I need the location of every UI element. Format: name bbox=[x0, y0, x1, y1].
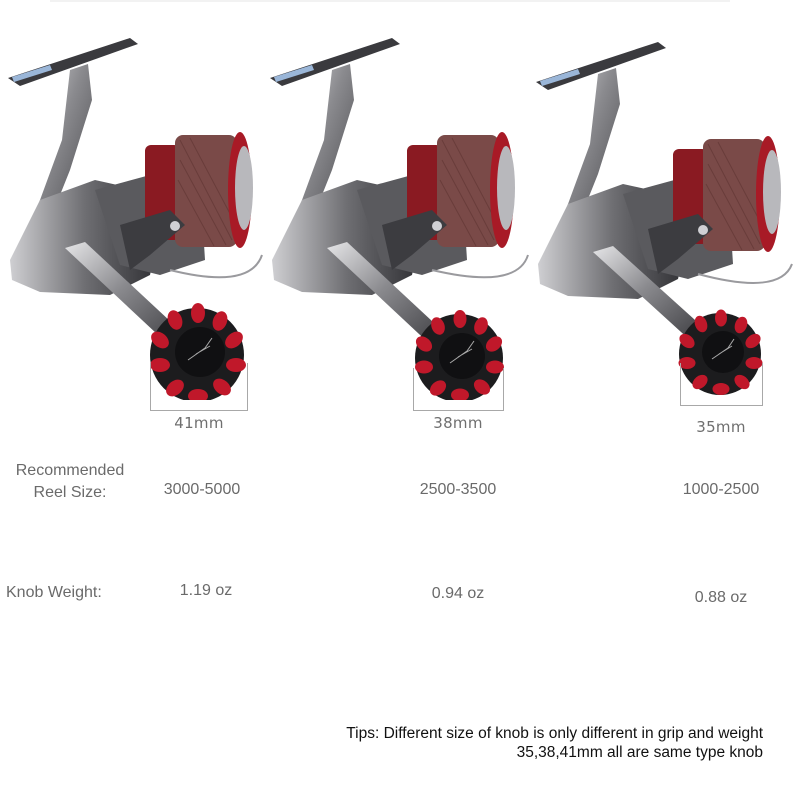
knob-weight-value: 0.94 oz bbox=[431, 585, 485, 602]
reel-size-label-line2: Reel Size: bbox=[33, 484, 107, 501]
reel-size-row-label: Recommended Reel Size: bbox=[4, 460, 136, 504]
dimension-bracket-35mm bbox=[680, 363, 763, 406]
reel-image-35mm bbox=[530, 34, 800, 404]
reel-size-value: 1000-2500 bbox=[682, 481, 760, 498]
knob-size-label: 35mm bbox=[696, 418, 746, 436]
reel-image-41mm bbox=[0, 30, 280, 400]
tips-note: Tips: Different size of knob is only dif… bbox=[346, 724, 763, 762]
knob-weight-value: 1.19 oz bbox=[179, 582, 233, 599]
spinning-reel-icon bbox=[8, 38, 263, 400]
reel-size-value: 2500-3500 bbox=[419, 481, 497, 498]
tips-line-2: 35,38,41mm all are same type knob bbox=[516, 744, 763, 761]
dimension-bracket-38mm bbox=[413, 368, 504, 411]
knob-size-label: 41mm bbox=[174, 414, 224, 432]
reel-size-value: 3000-5000 bbox=[163, 481, 241, 498]
tips-line-1: Tips: Different size of knob is only dif… bbox=[346, 725, 763, 742]
spinning-reel-icon bbox=[270, 38, 529, 400]
dimension-bracket-41mm bbox=[150, 363, 248, 411]
top-divider bbox=[50, 0, 730, 2]
knob-size-label: 38mm bbox=[433, 414, 483, 432]
reel-image-38mm bbox=[262, 30, 542, 400]
spinning-reel-icon bbox=[536, 42, 793, 395]
reel-size-label-line1: Recommended bbox=[15, 462, 125, 479]
knob-weight-row-label: Knob Weight: bbox=[6, 584, 102, 601]
knob-weight-value: 0.88 oz bbox=[694, 589, 748, 606]
